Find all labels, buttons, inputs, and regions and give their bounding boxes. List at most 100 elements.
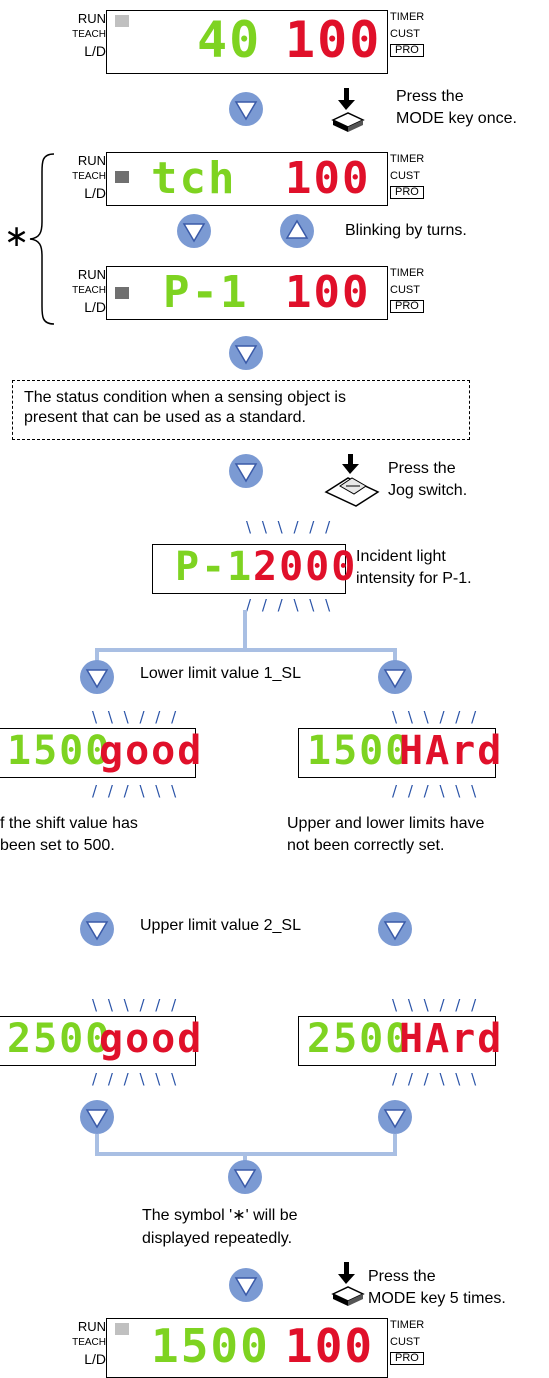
display-right-value: good: [99, 728, 204, 774]
run-label: RUN: [77, 153, 106, 168]
down-arrow-icon: [80, 660, 114, 694]
limits-line1: Upper and lower limits have: [287, 815, 485, 832]
blink-rays-top: \ \ \ / / /: [392, 708, 480, 726]
down-arrow-icon: [80, 912, 114, 946]
pro-label: PRO: [390, 44, 425, 57]
sensor-display-6a: 2500 good: [0, 1016, 201, 1066]
cust-label: CUST: [390, 170, 420, 182]
run-indicator: [115, 15, 129, 27]
blink-rays-bottom: / / / \ \ \: [92, 782, 180, 800]
display-left-value: tch: [151, 153, 237, 204]
sensor-display-5a: 1500 good: [0, 728, 201, 778]
teach-indicator: [115, 287, 129, 299]
down-arrow-icon: [229, 336, 263, 370]
sensor-display-2: RUN TEACH L/D tch 100 TIMER CUST PRO: [66, 152, 426, 224]
mode-key-icon: [330, 86, 366, 134]
sensor-display-6b: 2500 HArd: [298, 1016, 501, 1066]
display-left-value: 40: [197, 11, 262, 69]
timer-label: TIMER: [390, 1319, 425, 1331]
pro-label: PRO: [390, 300, 425, 313]
down-arrow-icon: [229, 454, 263, 488]
display-frame: 1500 100: [106, 1318, 388, 1378]
down-arrow-icon: [177, 214, 211, 248]
symbol-line2: displayed repeatedly.: [142, 1230, 293, 1247]
ld-label: L/D: [84, 43, 106, 59]
lower-limit-label: Lower limit value 1_SL: [140, 665, 301, 682]
branch-line: [95, 648, 397, 652]
display-left-value: 2500: [7, 1016, 112, 1062]
display-left-value: 2500: [307, 1016, 412, 1062]
teach-label: TEACH: [72, 29, 106, 40]
asterisk-symbol: ∗: [4, 220, 30, 253]
brace-icon: [22, 152, 62, 326]
run-label: RUN: [77, 11, 106, 26]
sensor-display-7: RUN TEACH L/D 1500 100 TIMER CUST PRO: [66, 1318, 426, 1378]
cust-label: CUST: [390, 284, 420, 296]
shift-line1: f the shift value has: [0, 815, 138, 832]
display-right-value: 100: [285, 153, 371, 204]
press-jog-line2: Jog switch.: [388, 482, 468, 499]
blink-rays-top: \ \ \ / / /: [392, 996, 480, 1014]
blink-rays-top: \ \ \ / / /: [246, 518, 334, 536]
up-arrow-icon: [280, 214, 314, 248]
blink-rays-bottom: / / / \ \ \: [392, 1070, 480, 1088]
press-jog-line1: Press the: [388, 460, 456, 477]
teach-label: TEACH: [72, 1337, 106, 1348]
sensor-display-1: RUN TEACH L/D 40 100 TIMER CUST PRO: [66, 10, 426, 82]
pro-label: PRO: [390, 1352, 425, 1365]
blink-rays-bottom: / / / \ \ \: [92, 1070, 180, 1088]
merge-line: [95, 1134, 99, 1156]
pro-label: PRO: [390, 186, 425, 199]
display-frame: 40 100: [106, 10, 388, 74]
timer-label: TIMER: [390, 11, 425, 23]
display-left-value: P-1: [163, 267, 249, 318]
down-arrow-icon: [378, 660, 412, 694]
sensor-display-4: P-1 2000: [152, 544, 355, 594]
teach-label: TEACH: [72, 171, 106, 182]
display-right-value: 100: [285, 1319, 375, 1373]
display-right-value: good: [99, 1016, 204, 1062]
blink-rays-bottom: / / / \ \ \: [246, 596, 334, 614]
press-mode5-line1: Press the: [368, 1268, 436, 1285]
sensor-display-5b: 1500 HArd: [298, 728, 501, 778]
blink-rays-bottom: / / / \ \ \: [392, 782, 480, 800]
branch-line: [95, 648, 99, 666]
run-label: RUN: [77, 267, 106, 282]
limits-line2: not been correctly set.: [287, 837, 445, 854]
run-indicator: [115, 1323, 129, 1335]
display-left-value: P-1: [175, 544, 254, 590]
ld-label: L/D: [84, 185, 106, 201]
teach-indicator: [115, 171, 129, 183]
display-right-value: HArd: [399, 728, 504, 774]
down-arrow-icon: [80, 1100, 114, 1134]
run-label: RUN: [77, 1319, 106, 1334]
blink-rays-top: \ \ \ / / /: [92, 708, 180, 726]
status-condition-box: [12, 380, 470, 440]
incident-line2: intensity for P-1.: [356, 570, 472, 587]
down-arrow-icon: [228, 1160, 262, 1194]
upper-limit-label: Upper limit value 2_SL: [140, 917, 301, 934]
branch-line: [393, 648, 397, 666]
display-right-value: 2000: [253, 544, 358, 590]
display-frame: P-1 100: [106, 266, 388, 320]
cust-label: CUST: [390, 1336, 420, 1348]
down-arrow-icon: [378, 912, 412, 946]
timer-label: TIMER: [390, 267, 425, 279]
blinking-text: Blinking by turns.: [345, 222, 467, 239]
display-right-value: 100: [285, 267, 371, 318]
symbol-line1: The symbol '∗' will be: [142, 1207, 298, 1224]
down-arrow-icon: [378, 1100, 412, 1134]
display-right-value: 100: [285, 11, 382, 69]
press-mode5-line2: MODE key 5 times.: [368, 1290, 506, 1307]
display-left-value: 1500: [7, 728, 112, 774]
blink-rays-top: \ \ \ / / /: [92, 996, 180, 1014]
timer-label: TIMER: [390, 153, 425, 165]
press-mode-once-line1: Press the: [396, 88, 464, 105]
ld-label: L/D: [84, 299, 106, 315]
down-arrow-icon: [229, 92, 263, 126]
display-left-value: 1500: [307, 728, 412, 774]
display-left-value: 1500: [151, 1319, 270, 1373]
mode-key-icon: [330, 1260, 366, 1308]
display-right-value: HArd: [399, 1016, 504, 1062]
status-line1: The status condition when a sensing obje…: [24, 389, 346, 406]
